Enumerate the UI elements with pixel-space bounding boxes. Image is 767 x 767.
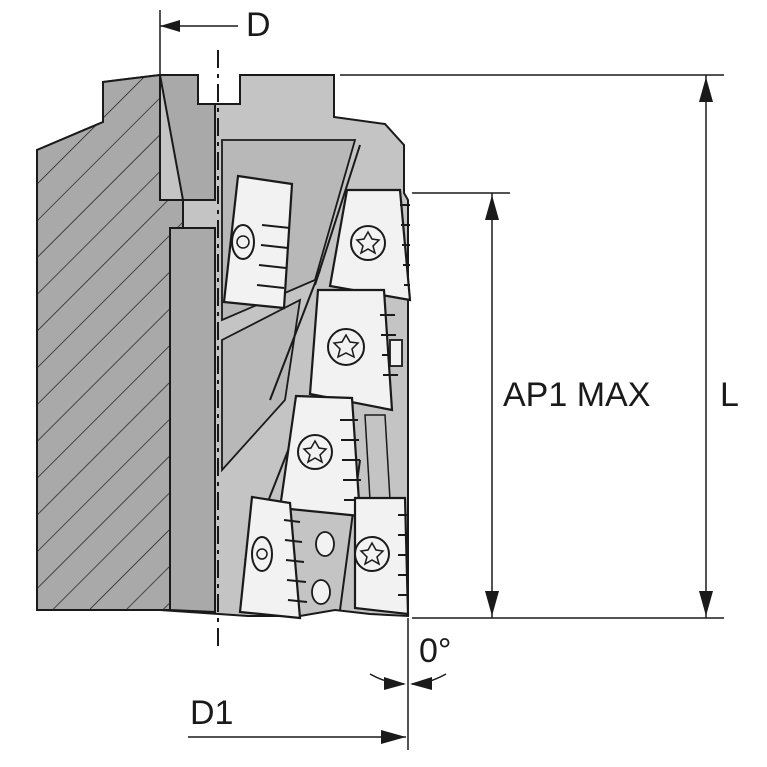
bore-lower — [169, 227, 216, 614]
label-d1: D1 — [190, 694, 234, 732]
angle-arrowhead-left — [384, 677, 406, 690]
label-d: D — [246, 6, 271, 44]
label-angle: 0° — [419, 632, 452, 670]
insert-5 — [353, 496, 410, 616]
angle-arrowhead-right — [410, 677, 432, 690]
l-arrow-top — [699, 77, 713, 102]
label-l: L — [720, 376, 739, 414]
insert-1 — [222, 174, 294, 310]
ap1-arrow-top — [485, 195, 499, 220]
flute-edge-1 — [314, 144, 361, 286]
flute-pocket-lower — [221, 298, 302, 473]
insert-4 — [278, 394, 391, 518]
flute-edge-2 — [269, 269, 321, 401]
d-arrowhead — [160, 20, 180, 32]
insert-6 — [238, 495, 335, 620]
d1-arrowhead — [381, 730, 406, 744]
label-ap1-max: AP1 MAX — [503, 376, 651, 414]
insert-2 — [328, 188, 412, 302]
l-arrow-bottom — [699, 591, 713, 616]
bore-section — [158, 74, 216, 201]
ap1-arrow-bottom — [485, 591, 499, 616]
insert-3 — [308, 288, 403, 412]
